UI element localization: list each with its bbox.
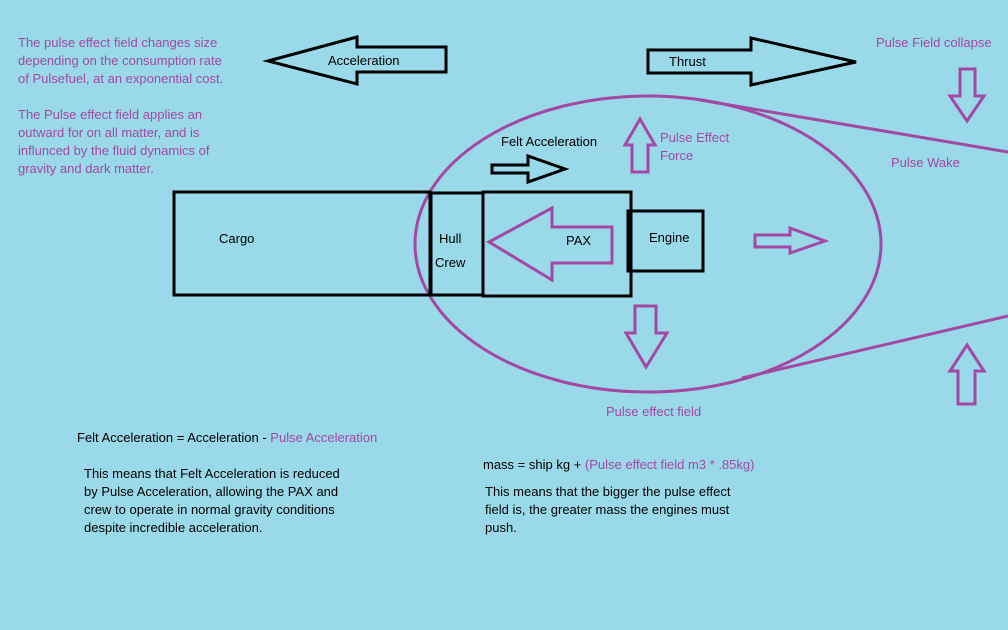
felt-acceleration-label: Felt Acceleration: [501, 134, 597, 149]
note-line: The pulse effect field changes size: [18, 35, 217, 50]
explanation-line: This means that the bigger the pulse eff…: [485, 484, 731, 499]
equation-purple-part: (Pulse effect field m3 * .85kg): [585, 457, 755, 472]
note-line: depending on the consumption rate: [18, 53, 222, 68]
explanation-line: This means that Felt Acceleration is red…: [84, 466, 340, 481]
explanation-line: despite incredible acceleration.: [84, 520, 263, 535]
note-line: outward for on all matter, and is: [18, 125, 200, 140]
pulse-wake-upper-line: [699, 98, 1008, 154]
felt-explanation: This means that Felt Acceleration is red…: [84, 466, 340, 535]
engine-label: Engine: [649, 230, 689, 245]
pulse-field-collapse-label: Pulse Field collapse: [876, 35, 992, 50]
acceleration-label: Acceleration: [328, 53, 400, 68]
pax-box: [481, 190, 633, 298]
note-line: influnced by the fluid dynamics of: [18, 143, 210, 158]
crew-label: Crew: [435, 255, 466, 270]
explanation-line: push.: [485, 520, 517, 535]
acceleration-arrow: [262, 35, 448, 86]
engine-box: [626, 209, 705, 273]
pulse-field-collapse-down-arrow: [947, 67, 987, 124]
equation-black-part: mass = ship kg +: [483, 457, 585, 472]
mass-explanation: This means that the bigger the pulse eff…: [485, 484, 731, 535]
thrust-label: Thrust: [669, 54, 706, 69]
equation-purple-part: Pulse Acceleration: [270, 430, 377, 445]
pulse-acceleration-arrow: [485, 205, 614, 283]
pulse-effect-force-up-arrow: [622, 115, 658, 174]
explanation-line: field is, the greater mass the engines m…: [485, 502, 730, 517]
pulse-wake-lower-line: [741, 314, 1008, 380]
pulse-effect-field-label: Pulse effect field: [606, 404, 701, 419]
equation-black-part: Felt Acceleration = Acceleration -: [77, 430, 270, 445]
pax-label: PAX: [566, 233, 591, 248]
explanation-line: crew to operate in normal gravity condit…: [84, 502, 335, 517]
pulse-effect-field-ellipse: [413, 94, 883, 394]
pulse-field-collapse-up-arrow: [947, 342, 987, 406]
hull-label: Hull: [439, 231, 462, 246]
pulse-wake-label: Pulse Wake: [891, 155, 960, 170]
field-size-note: The pulse effect field changes size depe…: [18, 35, 223, 86]
pulse-effect-force-down-arrow: [623, 304, 670, 370]
explanation-line: by Pulse Acceleration, allowing the PAX …: [84, 484, 338, 499]
note-line: gravity and dark matter.: [18, 161, 154, 176]
pulse-effect-force-label: Pulse Effect: [660, 130, 730, 145]
outward-force-arrow: [753, 225, 830, 256]
cargo-label: Cargo: [219, 231, 254, 246]
note-line: of Pulsefuel, at an exponential cost.: [18, 71, 223, 86]
thrust-arrow: [646, 36, 857, 87]
field-force-note: The Pulse effect field applies an outwar…: [18, 107, 210, 176]
pulse-effect-force-label: Force: [660, 148, 693, 163]
note-line: The Pulse effect field applies an: [18, 107, 202, 122]
felt-acceleration-arrow: [490, 153, 570, 185]
felt-acceleration-equation: Felt Acceleration = Acceleration - Pulse…: [77, 430, 377, 445]
mass-equation: mass = ship kg + (Pulse effect field m3 …: [483, 457, 754, 472]
